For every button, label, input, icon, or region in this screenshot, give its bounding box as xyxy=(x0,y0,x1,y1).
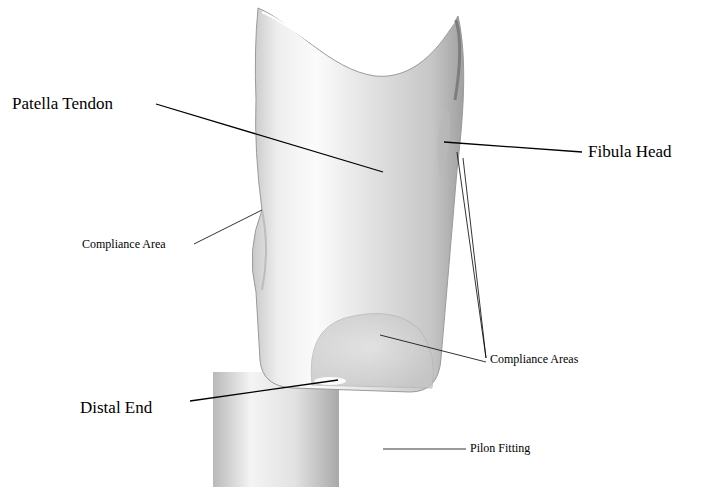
part-label: Compliance Area xyxy=(82,238,166,252)
leader-line xyxy=(463,158,486,358)
fibula-recess xyxy=(437,108,450,175)
socket-shell xyxy=(252,8,464,392)
leader-line xyxy=(457,152,486,358)
leader-line xyxy=(380,335,486,362)
leader-line xyxy=(194,210,262,244)
distal-compliance xyxy=(311,314,433,388)
leader-line xyxy=(383,449,466,450)
compliance-relief xyxy=(262,210,266,290)
leader-line xyxy=(156,104,383,172)
part-label: Compliance Areas xyxy=(490,353,578,367)
leader-line xyxy=(190,380,338,401)
leader-line xyxy=(444,142,582,152)
part-label: Patella Tendon xyxy=(12,94,113,114)
socket-rim xyxy=(262,12,454,70)
leader-lines xyxy=(156,104,582,449)
socket-rim-edge xyxy=(455,20,460,100)
part-label: Pilon Fitting xyxy=(470,442,530,456)
part-label: Fibula Head xyxy=(588,142,672,162)
part-label: Distal End xyxy=(80,398,152,418)
